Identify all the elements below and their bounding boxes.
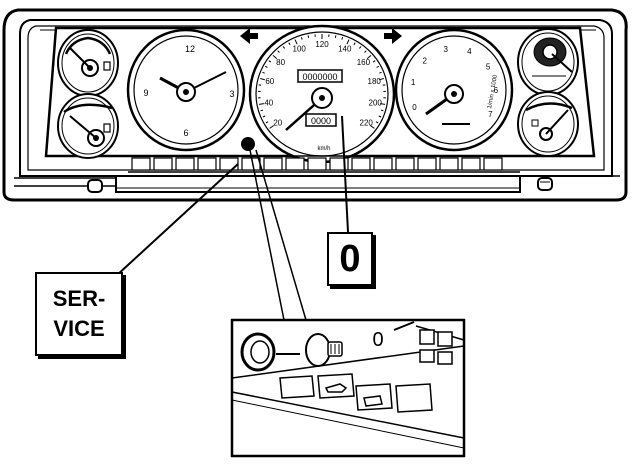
speed-tick [261, 110, 263, 111]
speed-scale-label: 100 [293, 45, 307, 54]
warning-light-cell [264, 158, 282, 170]
speed-scale-label: 80 [276, 58, 285, 67]
warning-light-cell [198, 158, 216, 170]
service-detail-inset: 0 [232, 320, 464, 456]
speed-tick [381, 110, 383, 111]
clock-numeral: 12 [185, 44, 195, 54]
trip-reset-callout-label: 0 [327, 232, 373, 286]
speed-scale-label: 180 [368, 77, 382, 86]
inset-trip-glyph: 0 [372, 329, 383, 351]
tach-scale-label: 7 [488, 110, 493, 119]
warning-light-cell [418, 158, 436, 170]
speed-unit-label: km/h [317, 146, 330, 152]
trip-reset-label: 0 [339, 238, 360, 281]
fuel-gauge [58, 30, 118, 96]
tach-scale-label: 2 [422, 57, 427, 66]
odometer-digits: 0000000 [302, 72, 337, 82]
warning-light-cell [352, 158, 370, 170]
speed-scale-label: 140 [338, 45, 352, 54]
oil-pressure-gauge [518, 29, 578, 95]
right-knob [538, 178, 552, 190]
warning-light-cell [154, 158, 172, 170]
tach-scale-label: 1 [411, 78, 416, 87]
clock-numeral: 3 [229, 89, 234, 99]
clock-numeral: 9 [143, 88, 148, 98]
warning-light-cell [396, 158, 414, 170]
analog-clock: 12 3 6 9 [128, 30, 244, 150]
trip-meter-digits: 0000 [311, 116, 331, 126]
tach-scale-label: 0 [412, 103, 417, 112]
speed-tick [308, 35, 309, 38]
warning-light-cell [374, 158, 392, 170]
temperature-gauge [58, 94, 118, 158]
warning-light-cell [242, 158, 260, 170]
speed-scale-label: 160 [357, 58, 371, 67]
service-label-line1: SER- [53, 284, 106, 314]
warning-light-cell [308, 158, 326, 170]
tach-scale-label: 4 [467, 47, 472, 56]
warning-light-cell [286, 158, 304, 170]
speed-scale-label: 40 [264, 99, 273, 108]
warning-light-cell [440, 158, 458, 170]
speed-scale-label: 60 [265, 77, 274, 86]
service-callout-label: SER- VICE [35, 272, 123, 356]
warning-light-cell [220, 158, 238, 170]
speed-scale-label: 20 [273, 119, 282, 128]
tach-scale-label: 5 [486, 62, 491, 71]
speed-tick [335, 35, 336, 38]
tach-scale-label: 3 [443, 45, 448, 54]
service-reset-button[interactable] [241, 137, 255, 151]
voltmeter-gauge [518, 92, 578, 156]
warning-light-cell [132, 158, 150, 170]
warning-light-cell [484, 158, 502, 170]
left-knob [88, 180, 102, 192]
clock-numeral: 6 [183, 128, 188, 138]
speed-scale-label: 120 [315, 40, 329, 49]
service-label-line2: VICE [53, 314, 104, 344]
warning-light-cell [176, 158, 194, 170]
warning-light-cell [462, 158, 480, 170]
